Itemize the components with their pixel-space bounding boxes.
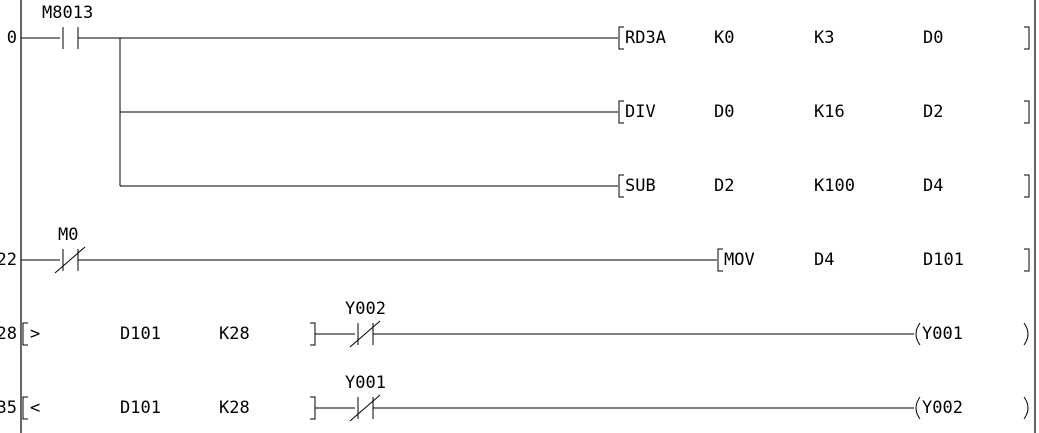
contact-label: M0 — [58, 225, 78, 245]
instruction-op: MOV — [724, 250, 755, 270]
instruction-arg: K0 — [714, 28, 734, 48]
instruction-arg: D4 — [814, 250, 834, 270]
coil-left-paren — [915, 322, 921, 346]
coil-right-paren — [1023, 322, 1029, 346]
instruction-arg: D0 — [923, 28, 943, 48]
step-number: 22 — [0, 250, 17, 270]
instruction-arg: D2 — [714, 176, 734, 196]
compare-arg: K28 — [219, 324, 250, 344]
instruction-op: SUB — [625, 176, 656, 196]
contact-label: Y002 — [345, 299, 386, 319]
instruction-op: DIV — [625, 102, 656, 122]
instruction-arg: K16 — [814, 102, 845, 122]
instruction-arg: D2 — [923, 102, 943, 122]
open-bracket — [717, 248, 723, 272]
contact-label: Y001 — [345, 373, 386, 393]
output-coil[interactable]: Y002 — [915, 396, 1029, 420]
compare-operator: > — [30, 324, 40, 344]
instruction-block[interactable]: SUB D2 K100 D4 — [618, 174, 1030, 198]
step-number: 35 — [0, 398, 17, 418]
instruction-op: RD3A — [625, 28, 666, 48]
compare-arg: D101 — [120, 398, 161, 418]
close-bracket — [1024, 100, 1030, 124]
close-bracket — [310, 396, 316, 420]
instruction-arg: K3 — [814, 28, 834, 48]
close-bracket — [1024, 174, 1030, 198]
comparison-block[interactable]: > D101 K28 — [22, 322, 316, 346]
open-bracket — [22, 396, 28, 420]
open-bracket — [618, 100, 624, 124]
open-bracket — [618, 26, 624, 50]
normally-closed-contact[interactable]: M0 — [21, 225, 86, 274]
instruction-arg: K100 — [814, 176, 855, 196]
coil-label: Y002 — [922, 398, 963, 418]
rung-0[interactable]: 0 M8013 RD3A K0 K3 D0 DIV D0 K16 D2 — [7, 3, 1030, 198]
normally-open-contact[interactable]: M8013 — [21, 3, 93, 49]
rung-22[interactable]: 22 M0 MOV D4 D101 — [0, 225, 1030, 274]
close-bracket — [1024, 26, 1030, 50]
coil-right-paren — [1023, 396, 1029, 420]
instruction-arg: D0 — [714, 102, 734, 122]
compare-arg: D101 — [120, 324, 161, 344]
compare-arg: K28 — [219, 398, 250, 418]
output-coil[interactable]: Y001 — [915, 322, 1029, 346]
close-bracket — [1024, 248, 1030, 272]
open-bracket — [22, 322, 28, 346]
compare-operator: < — [30, 398, 40, 418]
rung-28[interactable]: 28 > D101 K28 Y002 Y001 — [0, 299, 1029, 348]
coil-left-paren — [915, 396, 921, 420]
coil-label: Y001 — [922, 324, 963, 344]
contact-label: M8013 — [42, 3, 93, 23]
comparison-block[interactable]: < D101 K28 — [22, 396, 316, 420]
open-bracket — [618, 174, 624, 198]
close-bracket — [310, 322, 316, 346]
instruction-block[interactable]: MOV D4 D101 — [717, 248, 1030, 272]
instruction-block[interactable]: RD3A K0 K3 D0 — [618, 26, 1030, 50]
normally-closed-contact[interactable]: Y001 — [345, 373, 386, 422]
instruction-block[interactable]: DIV D0 K16 D2 — [618, 100, 1030, 124]
instruction-arg: D4 — [923, 176, 943, 196]
step-number: 28 — [0, 324, 17, 344]
step-number: 0 — [7, 28, 17, 48]
instruction-arg: D101 — [923, 250, 964, 270]
rung-35[interactable]: 35 < D101 K28 Y001 Y002 — [0, 373, 1029, 422]
normally-closed-contact[interactable]: Y002 — [345, 299, 386, 348]
